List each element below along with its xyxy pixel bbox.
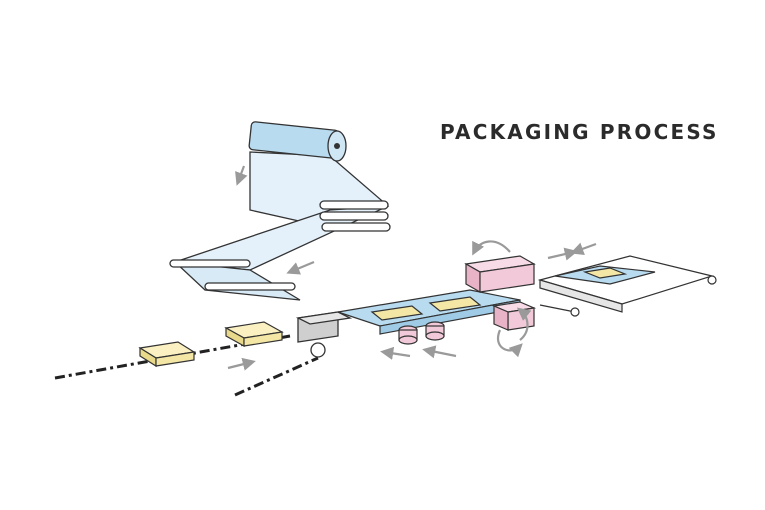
motion-arrows (227, 165, 597, 371)
guide-rollers (169, 200, 391, 291)
film-tube (337, 289, 521, 335)
forming-box (295, 311, 353, 343)
film-roll (248, 121, 347, 162)
finished-packs (554, 265, 656, 285)
idler-roller (310, 342, 326, 358)
infeed-product-1 (138, 341, 196, 368)
infeed-chain (54, 334, 319, 397)
discharge-conveyor (537, 255, 717, 317)
diagram-title: PACKAGING PROCESS (440, 120, 719, 144)
fin-seal-rollers (398, 321, 445, 345)
infeed-product-2 (224, 321, 284, 348)
